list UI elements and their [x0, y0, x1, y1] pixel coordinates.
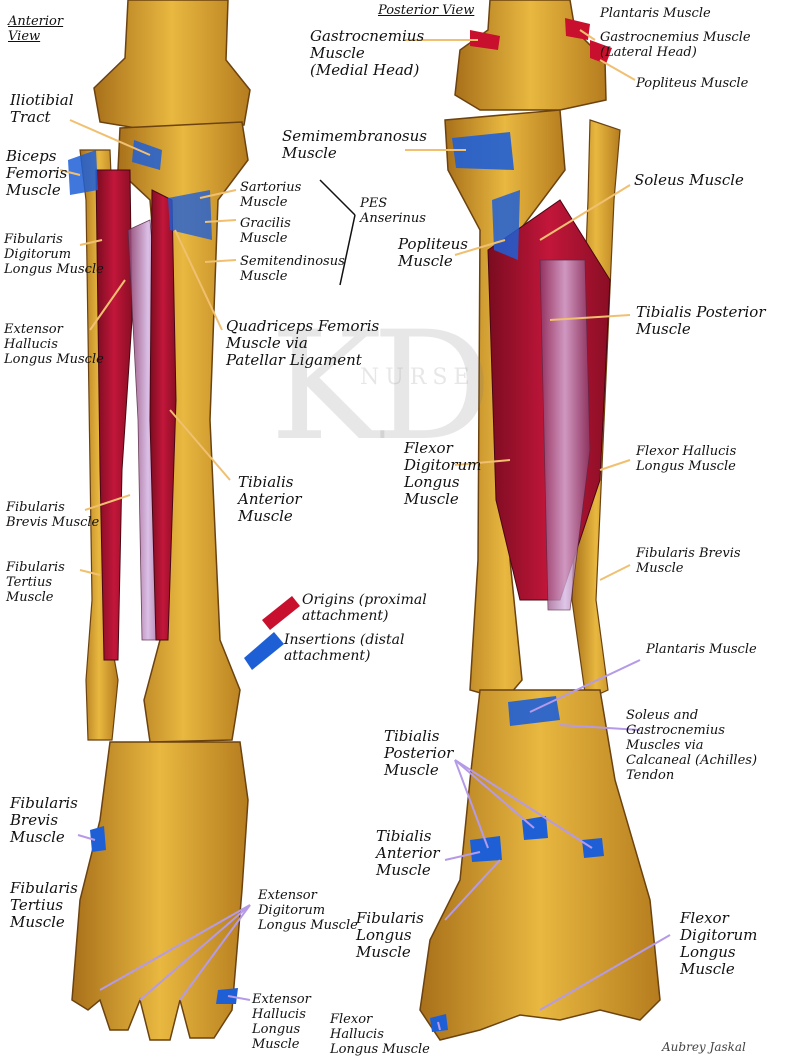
posterior-foot-insertion [522, 816, 548, 840]
label-tibialis-anterior: Tibialis Anterior Muscle [238, 473, 302, 525]
leader-lines [59, 29, 636, 581]
legend-origins: Origins (proximal attachment) [302, 592, 427, 624]
label-semitendinosus: Semitendinosus Muscle [240, 254, 345, 284]
label-flexor-digitorum-longus-foot: Flexor Digitorum Longus Muscle [680, 909, 758, 978]
posterior-leg [419, 0, 661, 1041]
label-fibularis-tertius: Fibularis Tertius Muscle [6, 560, 65, 605]
label-fibularis-brevis: Fibularis Brevis Muscle [6, 500, 100, 530]
legend-origin-swatch [262, 596, 300, 630]
watermark-word: NURSE [360, 365, 476, 390]
anterior-foot [71, 741, 249, 1041]
anterior-foot-insertion [90, 826, 106, 852]
label-plantaris: Plantaris Muscle [646, 642, 757, 657]
label-gastrocnemius-lateral: Gastrocnemius Muscle (Lateral Head) [600, 30, 751, 60]
anterior-view-heading: Anterior View [8, 14, 64, 44]
legend-swatches [244, 596, 300, 670]
label-extensor-hallucis-longus: Extensor Hallucis Longus Muscle [4, 322, 104, 367]
legend-insertion-swatch [244, 632, 284, 670]
anterior-femur [93, 0, 251, 133]
label-quadriceps-femoris: Quadriceps Femoris Muscle via Patellar L… [226, 317, 380, 369]
label-flexor-hallucis-longus: Flexor Hallucis Longus Muscle [636, 444, 737, 474]
label-popliteus-top: Popliteus Muscle [636, 76, 749, 91]
label-gracilis: Gracilis Muscle [240, 216, 291, 246]
label-fibularis-brevis-foot: Fibularis Brevis Muscle [10, 794, 78, 846]
label-flexor-hallucis-longus-foot: Flexor Hallucis Longus Muscle [330, 1012, 430, 1057]
label-plantaris-top: Plantaris Muscle [600, 6, 711, 21]
label-pes-anserinus: PES Anserinus [360, 196, 426, 226]
label-soleus-gastrocnemius: Soleus and Gastrocnemius Muscles via Cal… [626, 708, 758, 783]
label-fibularis-longus-foot: Fibularis Longus Muscle [356, 909, 424, 961]
posterior-femur [454, 0, 607, 111]
anterior-heading-bracket [339, 214, 356, 286]
anterior-leg [68, 0, 251, 1041]
label-soleus: Soleus Muscle [634, 171, 744, 189]
label-flexor-digitorum-longus: Flexor Digitorum Longus Muscle [404, 439, 482, 508]
label-fibularis-digitorum-longus: Fibularis Digitorum Longus Muscle [4, 232, 104, 277]
artist-signature: Aubrey Jaskal [662, 1040, 746, 1054]
label-fibularis-brevis-posterior: Fibularis Brevis Muscle [636, 546, 741, 576]
leader-lines-foot [77, 659, 671, 1031]
posterior-foot [419, 689, 661, 1041]
posterior-foot-insertion [470, 836, 502, 862]
label-biceps-femoris: Biceps Femoris Muscle [6, 147, 68, 199]
posterior-origin-gastroc [565, 18, 590, 40]
label-sartorius: Sartorius Muscle [240, 180, 302, 210]
anterior-foot-insertion [216, 988, 238, 1004]
label-tibialis-posterior-foot: Tibialis Posterior Muscle [384, 727, 454, 779]
label-extensor-digitorum-longus-foot: Extensor Digitorum Longus Muscle [258, 888, 358, 933]
anterior-heading-bracket [319, 179, 356, 216]
legend-insertions: Insertions (distal attachment) [284, 632, 405, 664]
posterior-insertion-semimembranosus [452, 132, 514, 170]
label-iliotibial-tract: Iliotibial Tract [10, 91, 74, 126]
label-fibularis-tertius-foot: Fibularis Tertius Muscle [10, 879, 78, 931]
label-gastrocnemius-medial: Gastrocnemius Muscle (Medial Head) [310, 27, 425, 79]
label-popliteus: Popliteus Muscle [398, 235, 468, 270]
anterior-insertion-mark [68, 150, 98, 195]
label-tibialis-anterior-foot: Tibialis Anterior Muscle [376, 827, 440, 879]
label-extensor-hallucis-longus-foot: Extensor Hallucis Longus Muscle [252, 992, 311, 1052]
posterior-insertion-popliteus [492, 190, 520, 260]
posterior-foot-insertion [582, 838, 604, 858]
label-tibialis-posterior: Tibialis Posterior Muscle [636, 303, 766, 338]
posterior-view-heading: Posterior View [378, 3, 475, 18]
posterior-muscle-center [539, 259, 591, 611]
posterior-origin-plantaris [590, 40, 612, 64]
anterior-insertion-mark [132, 140, 162, 170]
watermark-letters: KD [270, 300, 492, 474]
posterior-origin-gastroc [470, 30, 500, 50]
anterior-insertion-mark [168, 190, 212, 240]
label-semimembranosus: Semimembranosus Muscle [282, 127, 427, 162]
anterior-muscle-lateral [95, 169, 133, 661]
